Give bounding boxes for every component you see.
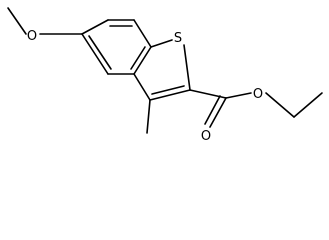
bond-c2-c3 [149, 89, 191, 101]
bond-c2-carbonyl-carbon [189, 89, 227, 99]
methoxy-oxygen-atom-label: O [27, 29, 37, 44]
bond-c3-methyl [146, 99, 151, 134]
bond-c3-c3a [133, 73, 151, 101]
carbonyl-oxygen-atom-label: O [201, 129, 211, 144]
bond-o-methyl [7, 7, 27, 35]
bond-c6-c6a [133, 19, 152, 48]
methoxy-oxygen-label-mask [25, 26, 40, 44]
double-bond-c6a-c3a-inner [130, 46, 146, 70]
bond-c6a-c3a [133, 46, 152, 75]
ester-oxygen-label-mask [251, 84, 266, 102]
ester-oxygen-atom-label: O [253, 87, 263, 102]
bond-ester-oxygen-ch2 [265, 92, 295, 118]
bond-c7-c4 [81, 33, 109, 75]
sulfur-label-mask [171, 28, 186, 46]
bond-c4-c5 [81, 19, 109, 35]
bond-ch2-ch3 [293, 92, 323, 118]
carbonyl-oxygen-label-mask [199, 126, 214, 144]
double-bond-c2-c3-inner [151, 85, 185, 95]
benzothiophene-ester-structure: S O O O [7, 7, 323, 144]
bond-c6a-s1 [150, 39, 173, 48]
bond-s1-c2 [183, 44, 191, 91]
carbonyl-double-bond-inner [204, 95, 221, 125]
bond-carbonyl-ester-oxygen [225, 92, 252, 99]
carbonyl-double-bond-outer [209, 97, 227, 128]
double-bond-c7-c4-inner [88, 35, 112, 70]
sulfur-atom-label: S [174, 31, 182, 46]
